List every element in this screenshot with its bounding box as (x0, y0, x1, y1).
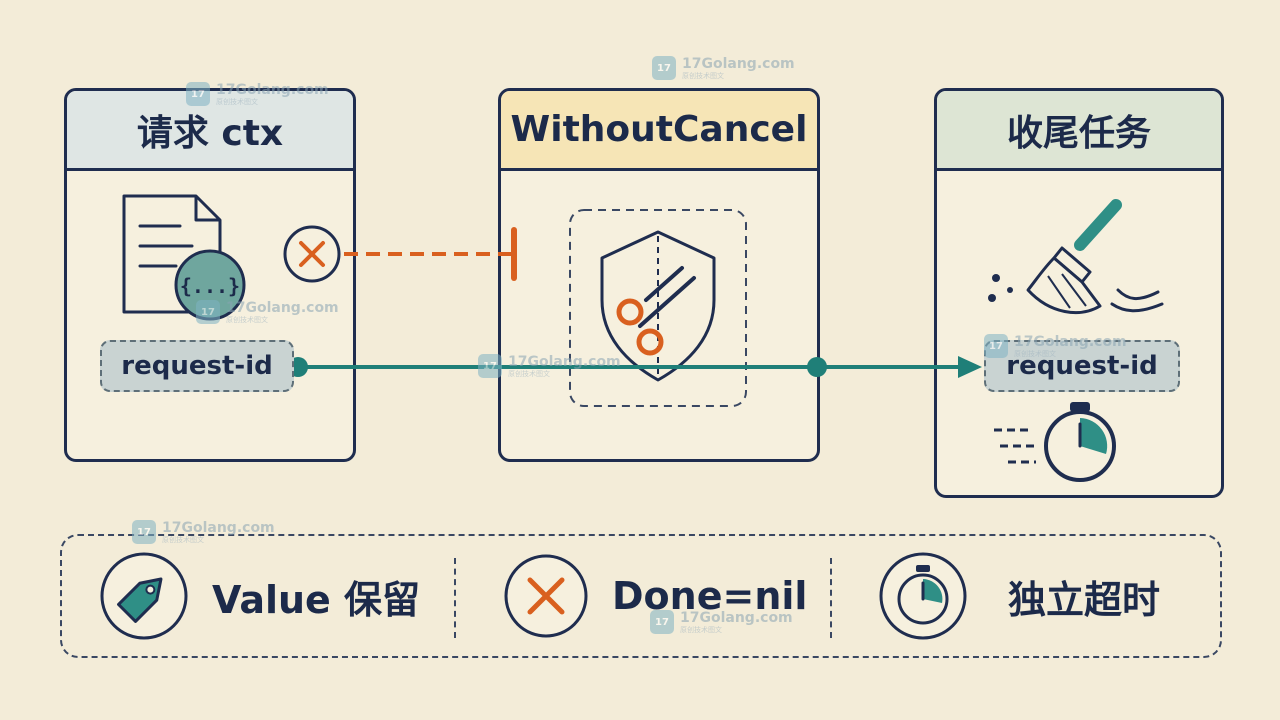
request-ctx-panel: 请求 ctx (64, 88, 356, 462)
legend-box: Value 保留 Done=nil 独立超时 (60, 534, 1222, 658)
request-ctx-title: 请求 ctx (67, 91, 353, 171)
cancel-x-icon (504, 554, 588, 638)
stopwatch-icon (879, 552, 967, 640)
watermark-logo: 17 (652, 56, 676, 80)
watermark-brand: 17Golang.com (682, 55, 795, 72)
legend-item-independent-timeout: 独立超时 (878, 536, 1160, 656)
legend-item-done-nil: Done=nil (502, 536, 807, 656)
legend-item-value-kept: Value 保留 (98, 536, 420, 656)
cleanup-task-title: 收尾任务 (937, 91, 1221, 171)
without-cancel-panel: WithoutCancel (498, 88, 820, 462)
watermark-tagline: 原创技术图文 (682, 71, 724, 80)
tag-icon (100, 552, 188, 640)
legend-label-done-nil: Done=nil (612, 574, 808, 618)
legend-divider-2 (830, 558, 832, 638)
request-id-tag-target: request-id (984, 340, 1180, 392)
request-id-tag-source: request-id (100, 340, 294, 392)
legend-divider-1 (454, 558, 456, 638)
legend-label-value-kept: Value 保留 (212, 577, 421, 622)
cleanup-task-panel: 收尾任务 (934, 88, 1224, 498)
without-cancel-title: WithoutCancel (501, 91, 817, 171)
legend-label-independent-timeout: 独立超时 (1008, 577, 1161, 622)
